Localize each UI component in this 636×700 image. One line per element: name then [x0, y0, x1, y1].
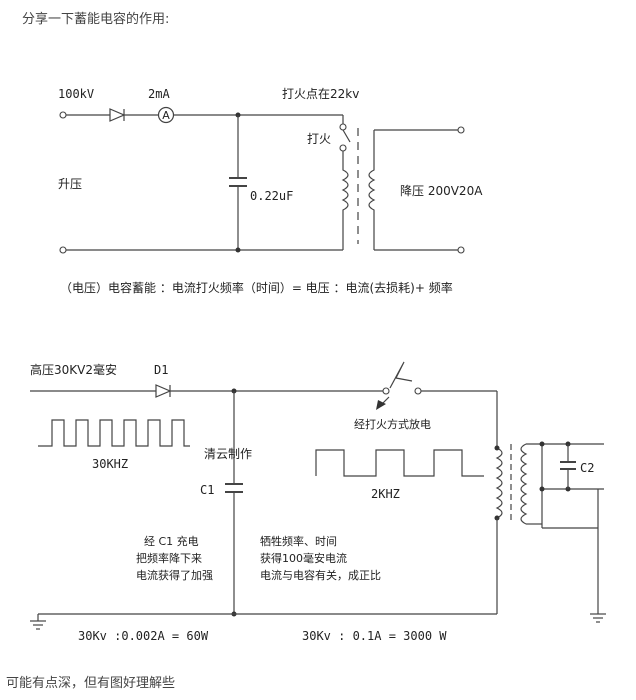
output-terminal-top [457, 126, 465, 134]
spark-point-label: 打火点在22kv [282, 87, 359, 101]
input-frequency-label: 30KHZ [92, 457, 128, 471]
note-left-line-2: 把频率降下来 [136, 551, 202, 565]
spark-gap-terminal-bottom [339, 144, 347, 152]
note-right-line-1: 牺牲频率、时间 [260, 534, 337, 548]
note-right-line-3: 电流与电容有关，成正比 [260, 568, 381, 582]
secondary-coil [368, 130, 376, 250]
note-left: 经 C1 充电 把频率降下来 电流获得了加强 [136, 534, 213, 582]
power-left-label: 30Kv :0.002A = 60W [78, 629, 209, 643]
spark-gap-terminal-top [339, 123, 347, 131]
note-left-line-1: 经 C1 充电 [144, 534, 199, 548]
author-label: 清云制作 [204, 447, 252, 461]
diode-symbol [109, 108, 126, 122]
spark-switch-terminal-right [414, 387, 422, 395]
c2-capacitor-symbol [560, 461, 576, 470]
ammeter-symbol: A [157, 106, 175, 124]
ammeter-letter: A [162, 109, 170, 122]
spark-arrow-head [376, 400, 386, 410]
input-terminal-top [59, 111, 67, 119]
capacitor-value-label: 0.22uF [250, 189, 293, 203]
c1-capacitor-symbol [225, 483, 243, 493]
output-frequency-label: 2KHZ [371, 487, 400, 501]
spark-discharge-label: 经打火方式放电 [354, 417, 431, 431]
spark-switch-terminal-left [382, 387, 390, 395]
post-outro-text: 可能有点深，但有图好理解些 [6, 676, 176, 691]
power-right-label: 30Kv : 0.1A = 3000 W [302, 629, 447, 643]
ground-symbol-right [590, 613, 606, 623]
diagram-1-charge-circuit: 100kV 2mA 打火点在22kv 打火 升压 0.22uF 降压 200V2… [58, 87, 483, 295]
diode-d1-label: D1 [154, 363, 168, 377]
diagram-2-discharge-circuit: 高压30KV2毫安 D1 经打火方式放电 30KHZ 清云制作 C1 2KHZ … [30, 361, 606, 643]
post-intro-text: 分享一下蓄能电容的作用: [22, 12, 170, 27]
input-waveform [38, 419, 190, 447]
output-terminal-bottom [457, 246, 465, 254]
discharge-primary-coil [495, 447, 503, 519]
output-waveform [315, 449, 484, 477]
spark-zigzag [389, 361, 413, 389]
junction-bottom [235, 247, 241, 253]
input-terminal-bottom [59, 246, 67, 254]
capacitor-symbol [229, 177, 247, 187]
discharge-secondary-coil [520, 443, 528, 525]
diode-d1-symbol [155, 384, 172, 398]
primary-coil [341, 151, 349, 250]
input-voltage-label: 100kV [58, 87, 94, 101]
step-down-label: 降压 200V20A [400, 184, 483, 198]
note-right-line-2: 获得100毫安电流 [260, 551, 347, 565]
formula-text: （电压）电容蓄能 ：电流打火频率（时间）= 电压 ：电流(去损耗)+ 频率 [60, 280, 453, 295]
note-right: 牺牲频率、时间 获得100毫安电流 电流与电容有关，成正比 [260, 534, 381, 582]
ground-symbol-left [30, 614, 46, 630]
source-label: 高压30KV2毫安 [30, 362, 117, 377]
spark-label: 打火 [307, 132, 331, 146]
current-label: 2mA [148, 87, 170, 101]
c2-label: C2 [580, 461, 594, 475]
c1-label: C1 [200, 483, 214, 497]
step-up-label: 升压 [58, 177, 82, 191]
note-left-line-3: 电流获得了加强 [136, 568, 213, 582]
